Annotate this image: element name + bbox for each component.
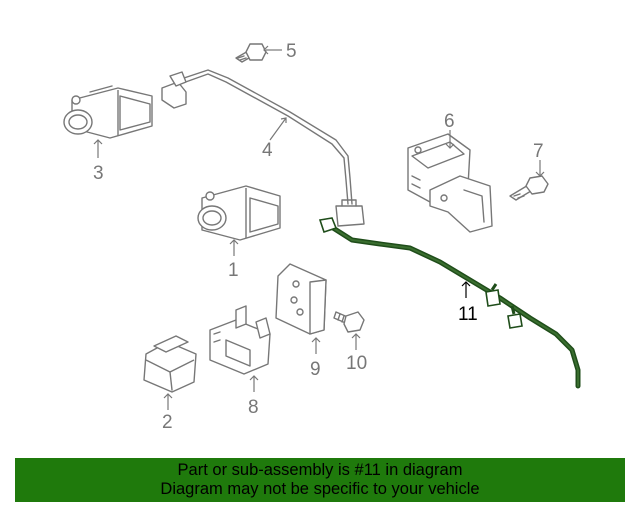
arrow-4 — [280, 117, 287, 123]
part-6-module[interactable] — [407, 133, 493, 233]
callout-6: 6 — [444, 111, 455, 132]
arrow-3 — [93, 139, 103, 145]
part-9-bracket[interactable] — [275, 263, 327, 335]
arrow-1 — [229, 239, 239, 245]
callout-2: 2 — [162, 412, 173, 433]
arrow-11 — [461, 281, 471, 287]
arrow-2 — [163, 393, 173, 399]
callout-5: 5 — [286, 41, 297, 62]
callout-10: 10 — [346, 353, 367, 374]
callout-3: 3 — [93, 163, 104, 184]
callout-9: 9 — [310, 359, 321, 380]
part-8-holder[interactable] — [209, 305, 271, 375]
callout-4: 4 — [262, 140, 273, 161]
banner-line-2: Diagram may not be specific to your vehi… — [160, 480, 480, 498]
part-4-harness[interactable] — [161, 69, 365, 227]
arrow-6 — [445, 143, 455, 149]
part-3-sensor[interactable] — [63, 85, 153, 139]
part-7-bolt[interactable] — [509, 175, 549, 201]
arrow-8 — [249, 375, 259, 381]
arrow-5 — [263, 45, 269, 55]
arrow-9 — [311, 337, 321, 343]
callout-11: 11 — [458, 304, 478, 325]
callout-8: 8 — [248, 397, 259, 418]
banner-line-1: Part or sub-assembly is #11 in diagram — [177, 461, 463, 479]
part-5-bolt[interactable] — [235, 43, 267, 63]
arrow-10 — [351, 333, 361, 339]
callout-7: 7 — [533, 141, 544, 162]
arrow-7 — [535, 171, 545, 177]
callout-1: 1 — [228, 260, 239, 281]
part-10-bolt[interactable] — [333, 311, 365, 333]
leader-4 — [269, 117, 287, 141]
part-11-harness[interactable] — [318, 217, 581, 389]
part-1-sensor[interactable] — [197, 185, 281, 241]
info-banner: Part or sub-assembly is #11 in diagram D… — [15, 458, 625, 502]
part-2-module[interactable] — [143, 335, 197, 393]
